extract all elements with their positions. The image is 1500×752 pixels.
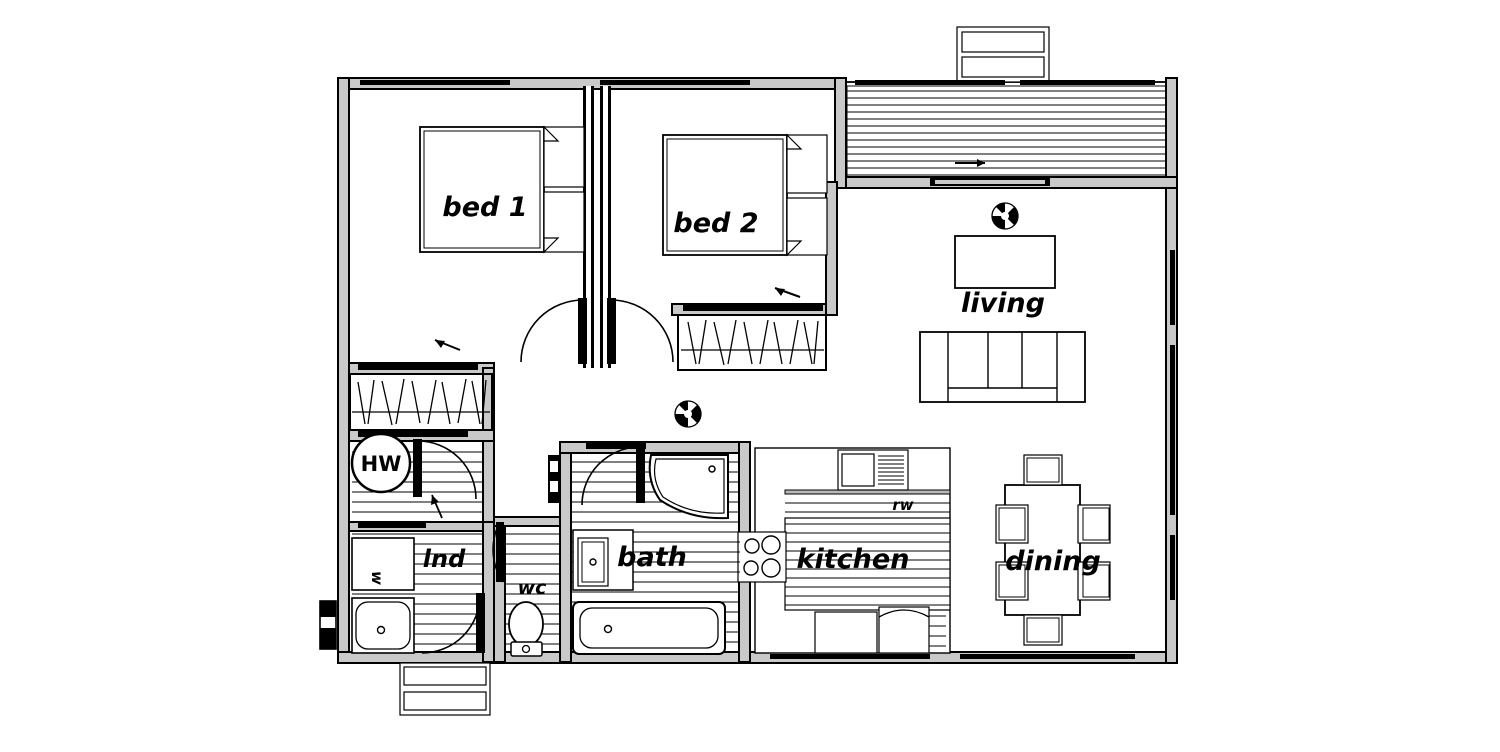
door-bed2 — [607, 298, 674, 364]
wc-room: wc — [505, 533, 560, 657]
window-living-north — [855, 80, 1005, 85]
living-room: living — [919, 235, 1086, 403]
living-sofa — [919, 331, 1086, 403]
bed1-room: bed 1 — [349, 125, 585, 431]
room-label-living: living — [961, 288, 1045, 319]
deck-steps — [956, 26, 1050, 83]
window-living-east-upper — [1170, 250, 1175, 325]
bed1-bed — [419, 125, 585, 254]
wc-toilet — [508, 601, 544, 657]
door-lnd — [413, 439, 477, 500]
window-dining-east — [1170, 535, 1175, 600]
washer-symbol: w — [368, 571, 386, 585]
bath-tub — [572, 601, 726, 655]
hot-water-cylinder-label: HW — [361, 452, 402, 476]
window-living-east-lower — [1170, 345, 1175, 515]
hot-water-cylinder: HW — [350, 432, 412, 494]
bath-room: bath — [572, 454, 740, 655]
living-tv — [954, 235, 1056, 289]
room-label-kitchen: kitchen — [797, 544, 910, 575]
door-lnd-ext — [421, 593, 485, 654]
kitchen-sink-tap-label: rw — [892, 496, 913, 514]
bed2-bed — [662, 133, 828, 257]
bed1-wardrobe — [349, 373, 493, 431]
room-label-wc: wc — [518, 577, 548, 599]
room-label-bed2: bed 2 — [673, 208, 758, 239]
bath-shower — [648, 454, 729, 520]
bed2-room: bed 2 — [662, 133, 828, 371]
door-wc — [492, 522, 504, 583]
entry-steps — [399, 662, 491, 716]
door-bath — [581, 445, 645, 506]
kitchen-fridge — [878, 606, 946, 654]
kitchen-oven — [814, 611, 878, 654]
room-label-bath: bath — [617, 542, 687, 573]
window-bed1-north — [360, 80, 510, 85]
dining-table-six-chairs — [995, 454, 1111, 646]
smoke-alarm-living — [991, 202, 1019, 230]
lnd-vent-marker — [431, 494, 443, 519]
bath-door-frame — [548, 455, 560, 503]
bed2-vent-marker — [774, 287, 801, 298]
window-openings — [360, 80, 1175, 659]
kitchen-sink — [837, 449, 909, 491]
bed2-wardrobe — [677, 314, 827, 371]
sliding-door-arrow — [955, 159, 985, 167]
smoke-alarm-hall — [674, 400, 702, 428]
window-bed2-north — [600, 80, 750, 85]
bed1-vent-marker — [434, 339, 461, 351]
slider-living — [930, 178, 1050, 186]
living-deck — [842, 81, 1178, 183]
door-swings — [413, 298, 674, 654]
door-bed1 — [520, 298, 587, 364]
dining-room: dining — [995, 454, 1111, 646]
window-dining-south — [960, 654, 1135, 659]
bath-vanity — [572, 529, 634, 591]
room-label-lnd: lnd — [423, 545, 466, 573]
kitchen-room: kitchen rw — [737, 447, 951, 654]
window-kitchen-south — [770, 654, 930, 659]
lnd-tub — [351, 597, 415, 654]
lnd-washer: w — [351, 537, 415, 591]
room-label-dining: dining — [1005, 546, 1101, 577]
meter-box — [319, 600, 337, 650]
kitchen-cooktop — [737, 531, 787, 583]
kitchen-bench-hatch — [784, 489, 951, 611]
room-label-bed1: bed 1 — [442, 192, 527, 223]
